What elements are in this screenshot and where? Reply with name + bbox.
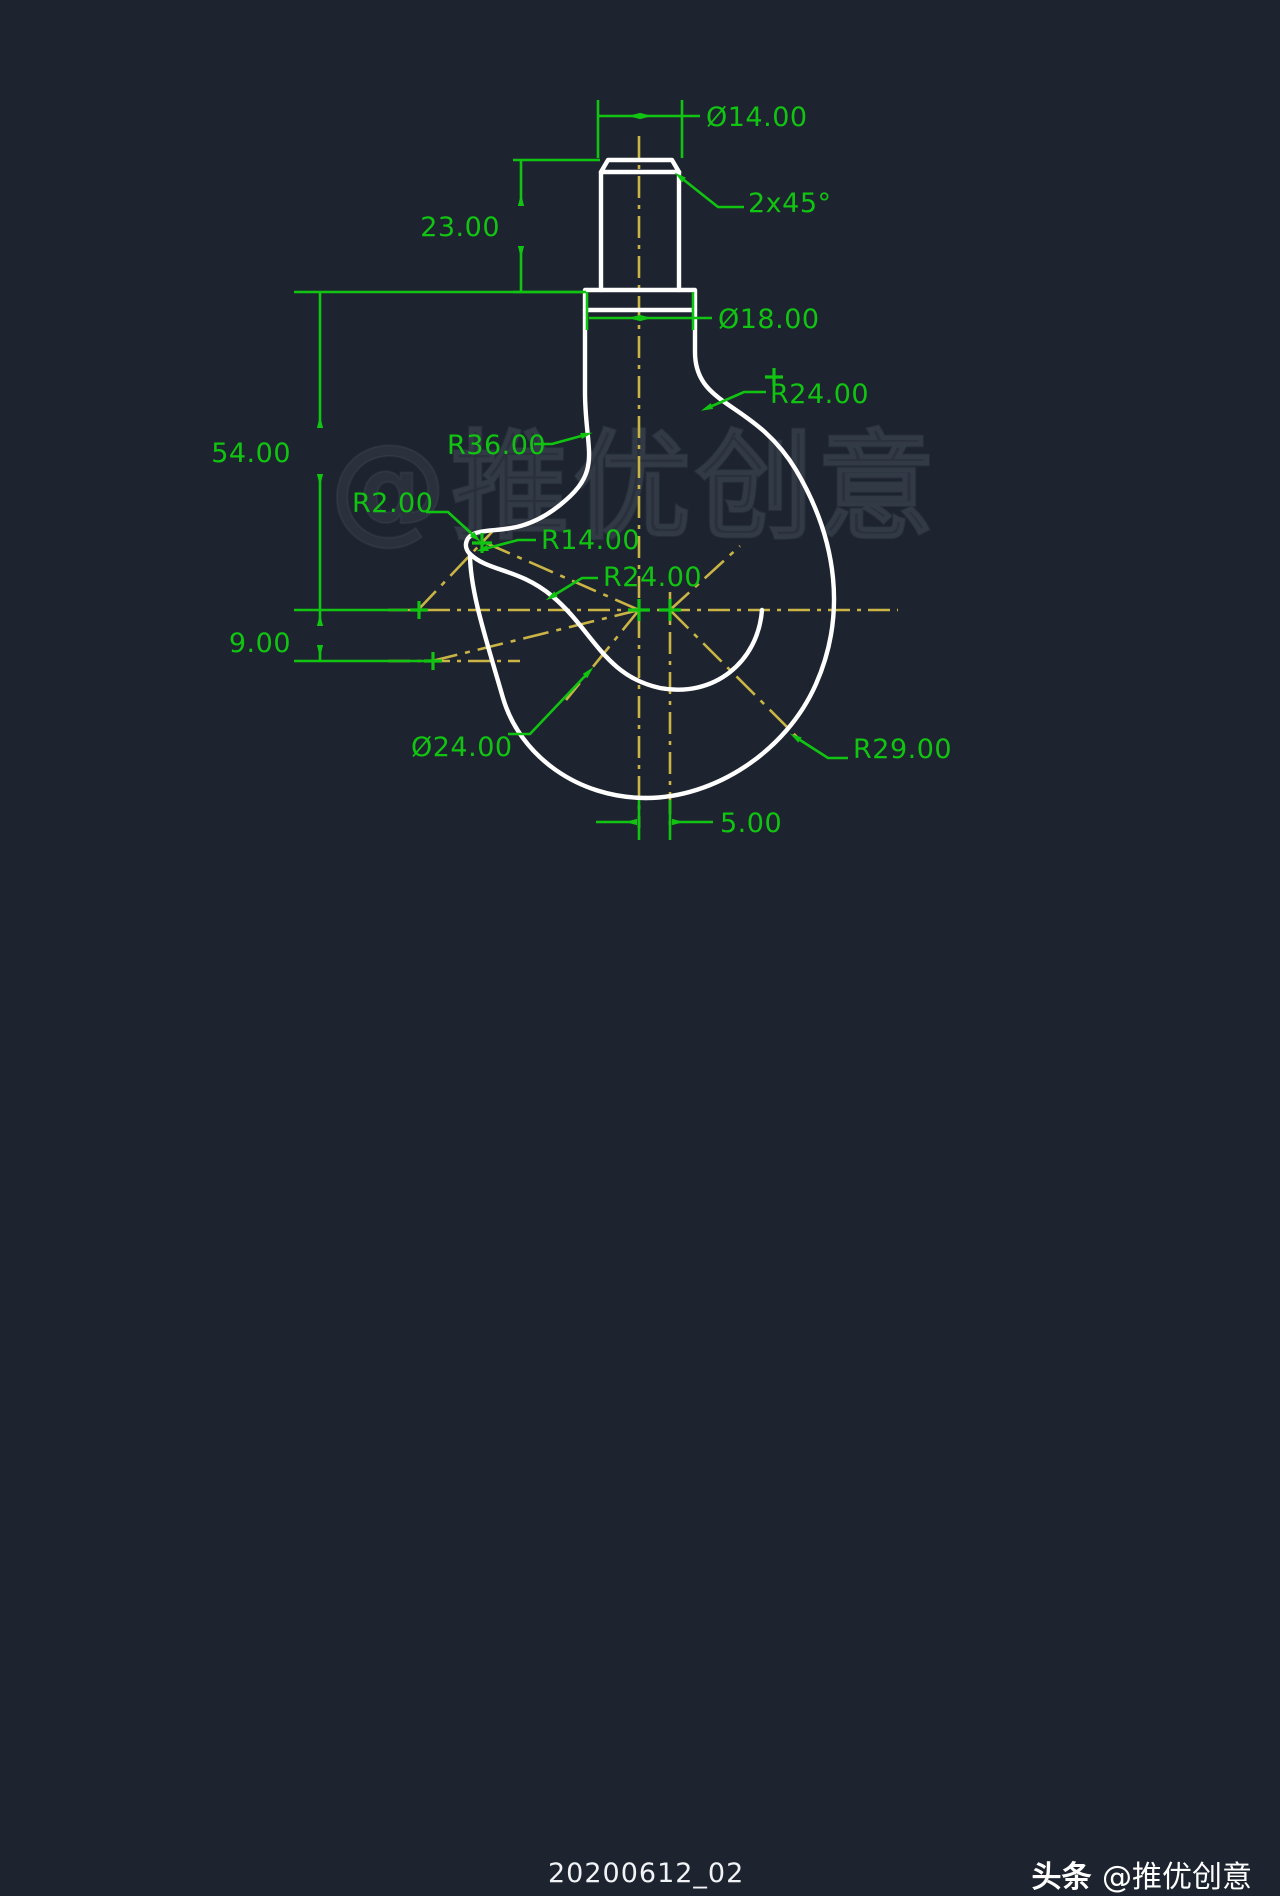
dimension-text-len5: 5.00 xyxy=(720,808,782,839)
shank-chamfer-top xyxy=(598,157,682,175)
dimension-r2: R2.00 xyxy=(352,488,481,543)
center-mark-left-upper xyxy=(410,601,428,619)
center-marks xyxy=(410,368,783,670)
center-mark-r24-top xyxy=(765,368,783,386)
dimension-dia14: Ø14.00 xyxy=(596,100,808,158)
file-label: 20200612_02 xyxy=(548,1858,745,1889)
dimension-dia18: Ø18.00 xyxy=(585,292,820,335)
dimension-len54: 54.00 xyxy=(211,290,584,612)
dimension-r29: R29.00 xyxy=(789,733,952,765)
technical-drawing: .wo { fill:none; stroke:#ffffff; stroke-… xyxy=(211,100,952,840)
dimension-r14: R14.00 xyxy=(476,525,640,556)
footer: 20200612_02 头条 @推优创意 xyxy=(0,914,1280,1895)
dimension-r36: R36.00 xyxy=(447,430,593,461)
radius-ray-r2 xyxy=(417,531,493,611)
hook-right-profile xyxy=(643,307,837,801)
center-mark-left-lower xyxy=(424,652,442,670)
dimension-text-r29: R29.00 xyxy=(853,734,952,765)
dimension-text-r2: R2.00 xyxy=(352,488,433,519)
dimension-text-len23: 23.00 xyxy=(420,212,500,243)
dimension-text-dia24: Ø24.00 xyxy=(411,732,513,763)
hook-outer-bowl xyxy=(467,551,649,801)
dimension-text-r24-mid: R24.00 xyxy=(603,562,702,593)
dimension-r24-mid: R24.00 xyxy=(545,562,702,601)
dimension-text-r36: R36.00 xyxy=(447,430,546,461)
hook-outline xyxy=(463,157,837,801)
dimension-text-len9: 9.00 xyxy=(229,628,291,659)
center-mark-offset-axis xyxy=(659,599,681,621)
dimension-dia24: Ø24.00 xyxy=(411,667,594,763)
dimension-text-r24-top: R24.00 xyxy=(770,379,869,410)
center-mark-main-axis xyxy=(628,599,650,621)
dimension-text-r14: R14.00 xyxy=(541,525,640,556)
radius-ray-r24top xyxy=(669,545,741,611)
dimension-len23: 23.00 xyxy=(420,158,600,294)
radius-ray-r36 xyxy=(431,608,640,663)
dimension-text-dia14: Ø14.00 xyxy=(706,102,808,133)
radius-ray-r29 xyxy=(669,609,801,741)
hook-left-upper-profile xyxy=(477,307,592,535)
brand-handle: @推优创意 xyxy=(1102,1860,1252,1895)
hook-inner-throat xyxy=(467,551,765,692)
radius-ray-r14 xyxy=(485,541,640,612)
dimension-text-len54: 54.00 xyxy=(211,438,291,469)
dimension-len5: 5.00 xyxy=(596,800,782,840)
brand-prefix: 头条 xyxy=(1031,1860,1092,1895)
dimension-r24-top: R24.00 xyxy=(701,379,869,411)
brand-label: 头条 @推优创意 xyxy=(1032,1852,1252,1896)
dimension-len9: 9.00 xyxy=(229,610,424,663)
dimension-text-chamfer: 2x45° xyxy=(748,188,832,219)
dimension-text-dia18: Ø18.00 xyxy=(718,304,820,335)
cad-canvas: @推优创意 .wo { fill:none; stroke:#ffffff; s… xyxy=(0,100,1280,1895)
dimension-chamfer: 2x45° xyxy=(674,172,832,219)
